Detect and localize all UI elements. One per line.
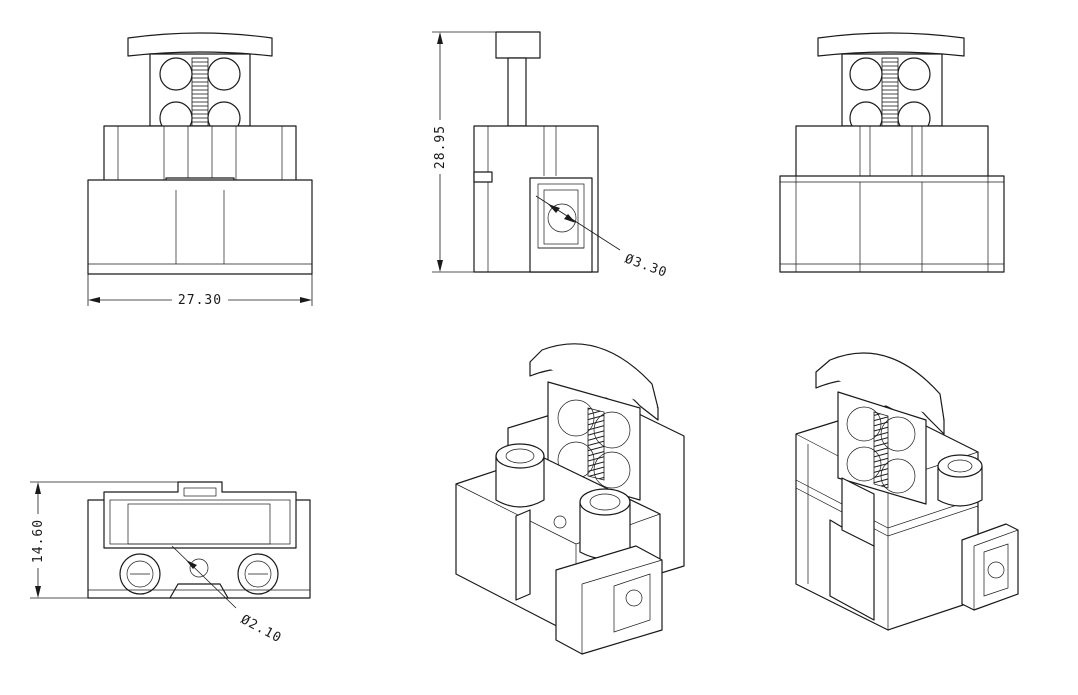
dimension-hole-bottom: Ø2.10 (238, 612, 284, 646)
front-view: 27.30 (87, 32, 313, 308)
bottom-view: Ø2.10 14.60 (28, 481, 311, 646)
rear-view (779, 32, 1005, 273)
dimension-height: 28.95 (433, 125, 448, 169)
dimension-width: 27.30 (178, 293, 222, 308)
isometric-front-view (455, 343, 685, 655)
side-view: Ø3.30 28.95 (430, 31, 670, 281)
dimension-depth: 14.60 (31, 519, 46, 563)
dimension-hole-side: Ø3.30 (623, 252, 670, 281)
isometric-rear-view (795, 352, 1019, 631)
